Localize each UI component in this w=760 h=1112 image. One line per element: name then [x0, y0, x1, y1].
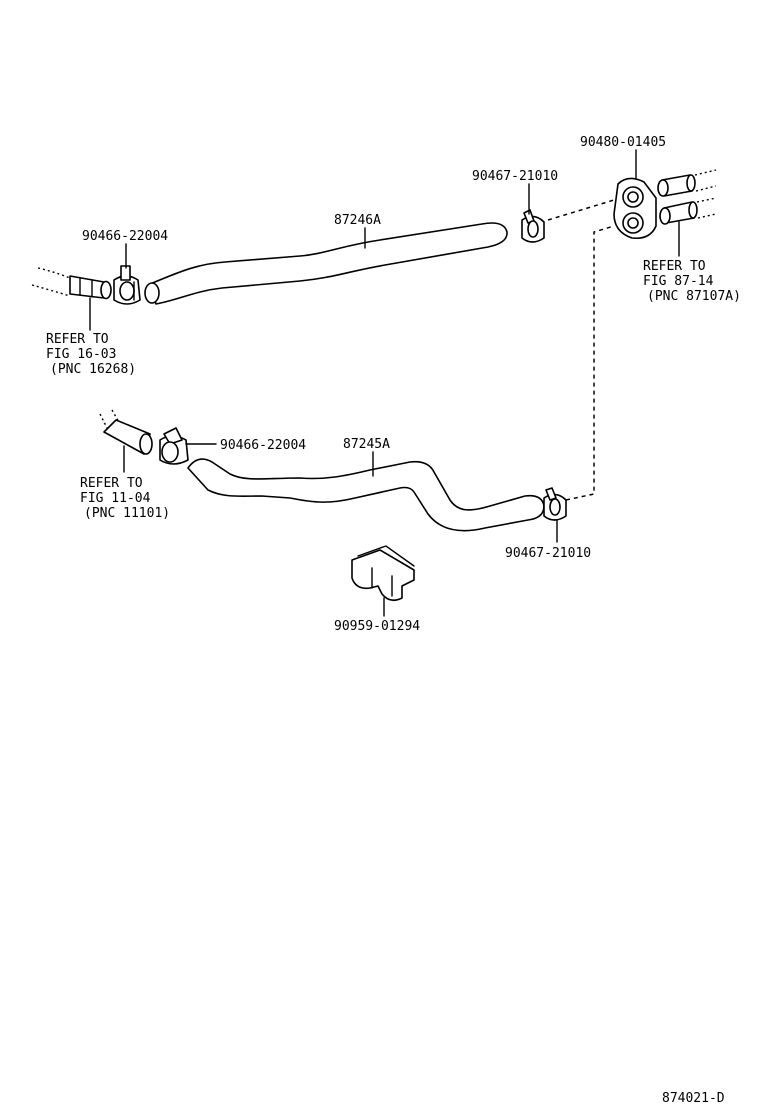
label-clip: 90959-01294: [334, 619, 420, 634]
clamp-upper-left: [113, 265, 141, 305]
label-hose-lower: 87245A: [343, 437, 390, 452]
clamp-lower-left: [159, 427, 189, 465]
hose-upper: [144, 222, 508, 305]
ref-1603-line1: REFER TO: [46, 332, 109, 347]
clamp-upper-right: [521, 209, 545, 243]
ref-1603-line2: FIG 16-03: [46, 347, 116, 362]
pipe-lower-left: [99, 409, 153, 455]
ref-8714-line3: (PNC 87107A): [647, 289, 741, 304]
pipe-upper-left: [31, 267, 112, 300]
figure-code: 874021-D: [662, 1091, 725, 1106]
ref-note-8714: REFER TO FIG 87-14 (PNC 87107A): [643, 259, 741, 304]
pipes-right: [657, 169, 717, 225]
connector-upper: [547, 199, 615, 221]
ref-1603-line3: (PNC 16268): [50, 362, 136, 377]
clamp-lower-right: [543, 487, 567, 521]
label-clamp-lower-right: 90467-21010: [505, 546, 591, 561]
label-clamp-upper-right: 90467-21010: [472, 169, 558, 184]
clip: [351, 545, 415, 602]
connector-lower: [565, 225, 615, 501]
hose-lower: [187, 458, 545, 532]
ref-8714-line1: REFER TO: [643, 259, 706, 274]
label-clamp-upper-left: 90466-22004: [82, 229, 168, 244]
ref-1104-line3: (PNC 11101): [84, 506, 170, 521]
label-grommet: 90480-01405: [580, 135, 666, 150]
ref-note-1603: REFER TO FIG 16-03 (PNC 16268): [46, 332, 136, 377]
ref-1104-line1: REFER TO: [80, 476, 143, 491]
label-clamp-lower-left: 90466-22004: [220, 438, 306, 453]
ref-note-1104: REFER TO FIG 11-04 (PNC 11101): [80, 476, 170, 521]
label-hose-upper: 87246A: [334, 213, 381, 228]
ref-8714-line2: FIG 87-14: [643, 274, 714, 289]
grommet: [613, 177, 657, 240]
ref-1104-line2: FIG 11-04: [80, 491, 151, 506]
